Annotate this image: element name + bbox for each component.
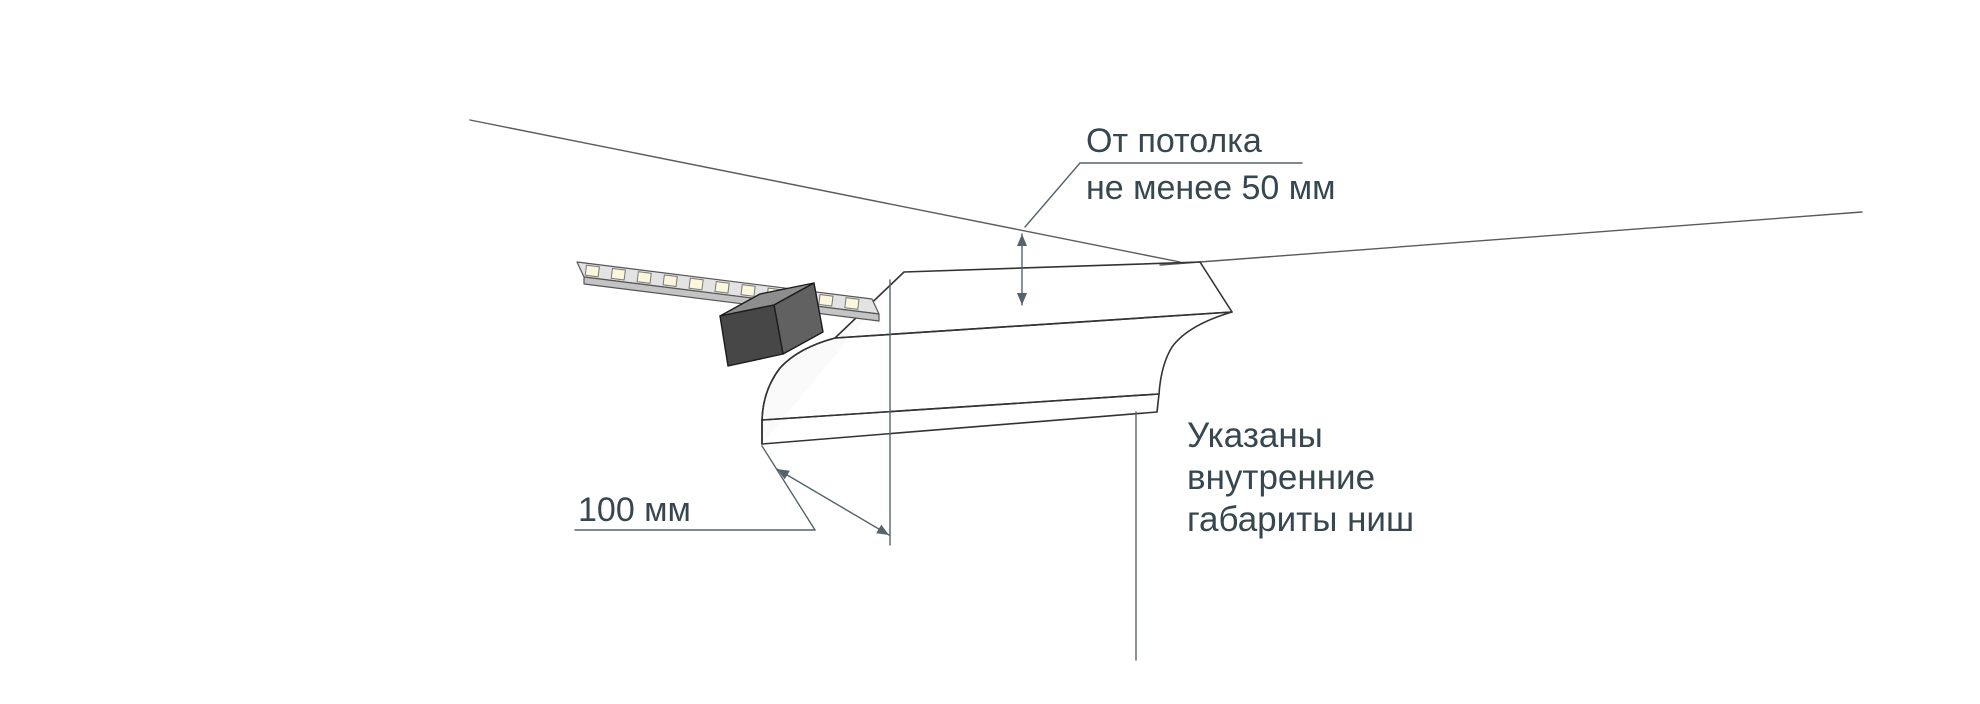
niche-note-line-1: Указаны	[1187, 416, 1323, 455]
niche-note-line-3: габариты ниш	[1187, 500, 1414, 539]
gap-label-line-2: не менее 50 мм	[1086, 169, 1335, 207]
depth-extension-line-left	[761, 445, 816, 531]
gap-label-line-1: От потолка	[1086, 122, 1262, 160]
led-chip	[740, 284, 756, 297]
cornice-front-face	[761, 311, 1233, 421]
led-chip	[844, 297, 860, 310]
profile-end-face	[719, 304, 784, 367]
cornice-end-profile-curve	[761, 337, 836, 445]
ceiling-lines	[469, 119, 1863, 266]
niche-note-line-2: внутренние	[1187, 458, 1375, 497]
depth-dimension-arrow	[776, 468, 890, 536]
ceiling-edge-right-line	[1159, 211, 1863, 266]
annotations: От потолка не менее 50 мм 100 мм Указаны…	[578, 122, 1414, 539]
led-chip	[714, 280, 730, 294]
depth-label: 100 мм	[578, 491, 691, 529]
led-chip	[610, 267, 626, 281]
led-chip	[818, 293, 834, 307]
led-chip	[688, 277, 704, 291]
ceiling-edge-left-line	[469, 119, 1181, 263]
gap-leader-line	[1024, 162, 1303, 228]
cornice-bottom-lip	[761, 393, 1160, 445]
aluminum-profile	[719, 282, 824, 367]
led-chip	[662, 274, 678, 288]
led-chip	[636, 271, 652, 284]
cornice-molding	[761, 261, 1233, 445]
dimension-lines	[574, 162, 1303, 661]
cornice-top-face	[834, 261, 1233, 339]
led-chip	[584, 264, 600, 278]
